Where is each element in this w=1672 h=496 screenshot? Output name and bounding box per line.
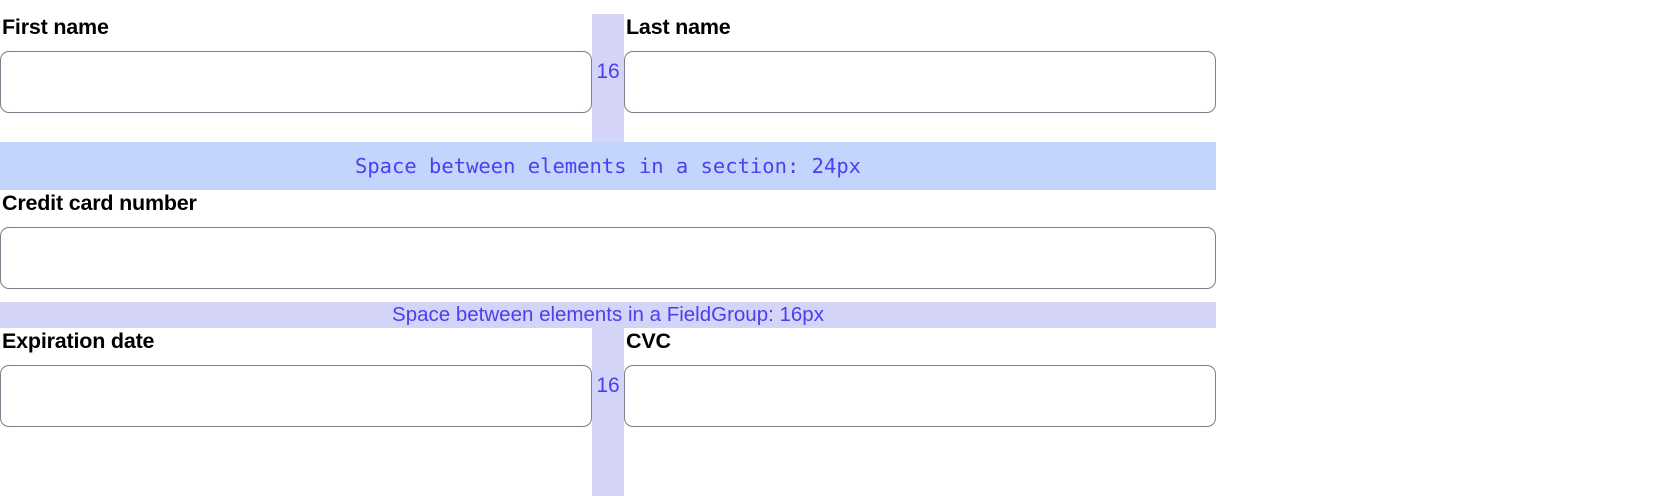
fieldgroup-gap-label: Space between elements in a FieldGroup: … xyxy=(392,303,824,326)
column-gap-label: 16 xyxy=(596,60,620,83)
section-gap-annotation-band: Space between elements in a section: 24p… xyxy=(0,142,1216,190)
card-number-row: Credit card number xyxy=(0,190,1216,296)
last-name-label: Last name xyxy=(626,15,731,39)
payment-form: First name 16 Last name Space between el… xyxy=(0,14,1216,496)
cvc-label: CVC xyxy=(626,329,671,353)
first-name-field: First name xyxy=(0,14,592,142)
column-gap-label: 16 xyxy=(596,374,620,397)
expiry-cvc-row: Expiration date 16 CVC xyxy=(0,328,1216,496)
cvc-input[interactable] xyxy=(624,365,1216,427)
last-name-field: Last name xyxy=(624,14,1216,142)
cvc-field: CVC xyxy=(624,328,1216,496)
expiration-date-input[interactable] xyxy=(0,365,592,427)
column-gap-gutter-name-row: 16 xyxy=(592,14,624,142)
last-name-input[interactable] xyxy=(624,51,1216,113)
first-name-label: First name xyxy=(2,15,109,39)
credit-card-number-field: Credit card number xyxy=(0,190,1216,296)
fieldgroup-gap-annotation-band: Space between elements in a FieldGroup: … xyxy=(0,302,1216,328)
column-gap-gutter-expiry-row: 16 xyxy=(592,328,624,496)
section-gap-label: Space between elements in a section: 24p… xyxy=(354,154,862,178)
credit-card-number-label: Credit card number xyxy=(2,191,197,215)
name-row: First name 16 Last name xyxy=(0,14,1216,142)
credit-card-number-input[interactable] xyxy=(0,227,1216,289)
expiration-date-field: Expiration date xyxy=(0,328,592,496)
expiration-date-label: Expiration date xyxy=(2,329,155,353)
first-name-input[interactable] xyxy=(0,51,592,113)
